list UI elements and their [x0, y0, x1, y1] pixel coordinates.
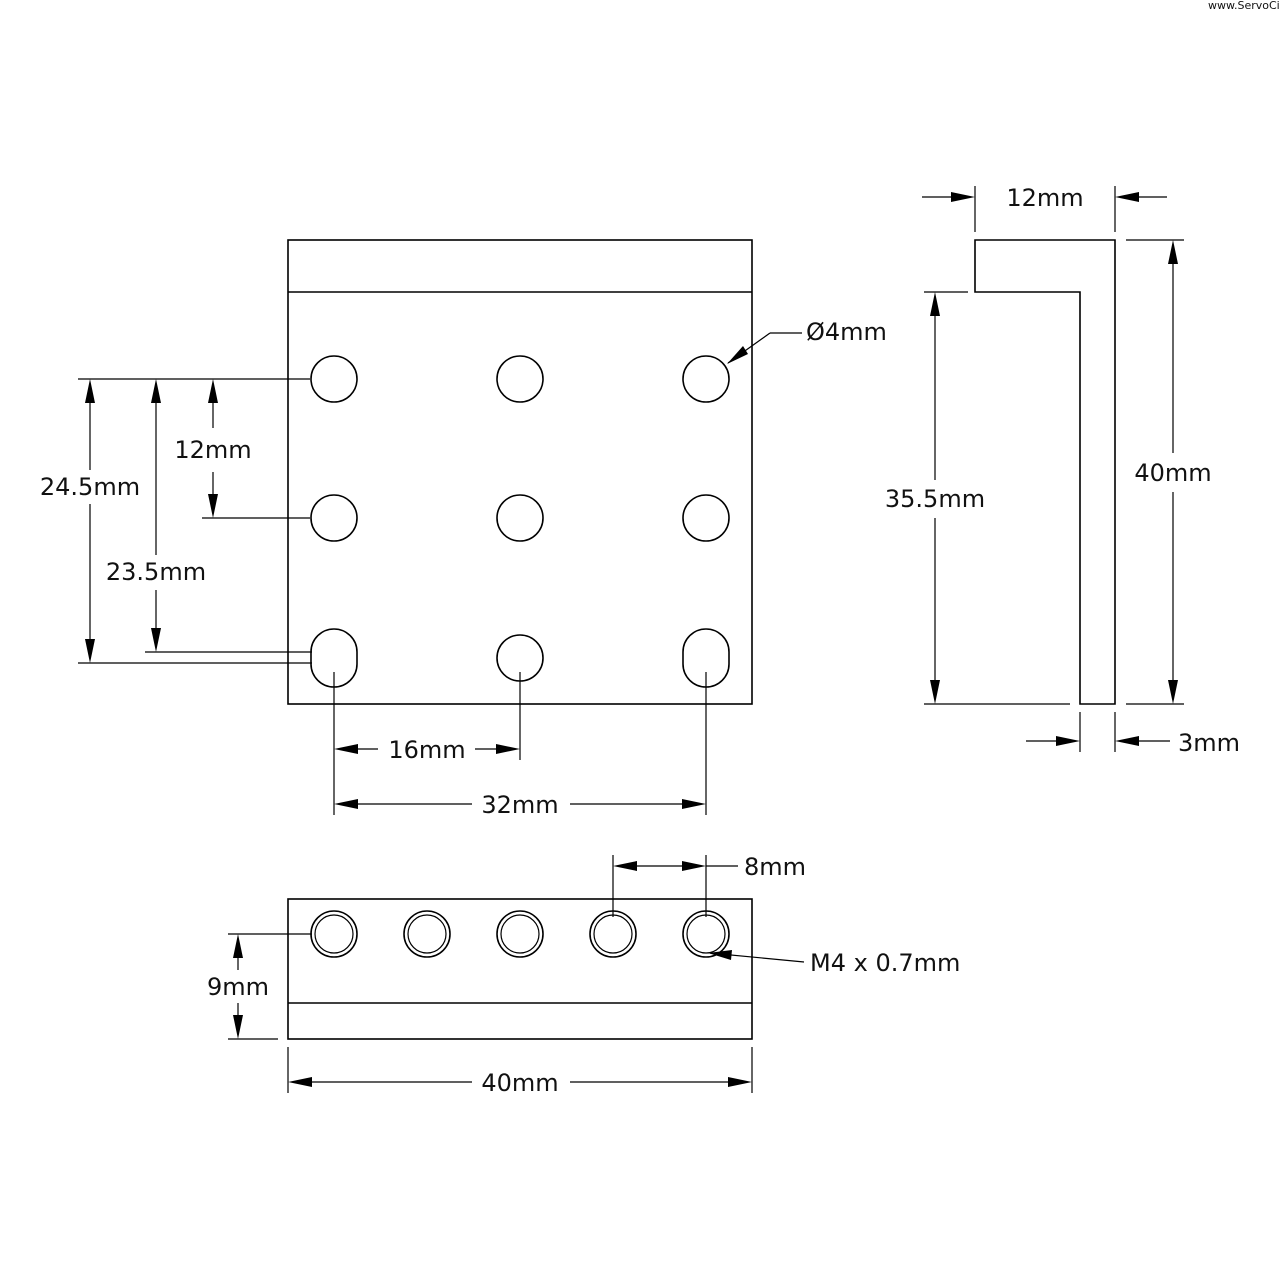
dim-9: 9mm	[207, 934, 269, 1039]
tapped-hole-3	[496, 910, 544, 958]
top-view-outline	[287, 898, 753, 1040]
dim-hole-diameter: Ø4mm	[727, 318, 887, 364]
dim-thread: M4 x 0.7mm	[708, 949, 960, 977]
dim-thread-label: M4 x 0.7mm	[810, 949, 960, 977]
front-view: 24.5mm 23.5mm 12mm Ø4mm	[40, 239, 887, 819]
dim-24-5: 24.5mm	[40, 379, 140, 663]
tapped-hole-1	[310, 910, 358, 958]
dim-3: 3mm	[1026, 729, 1240, 757]
hole-mid-left	[310, 494, 358, 542]
side-view: 12mm 35.5mm 40mm 3mm	[885, 184, 1240, 757]
dim-hole-diameter-label: Ø4mm	[806, 318, 887, 346]
dim-23-5-label: 23.5mm	[106, 558, 206, 586]
dim-9-label: 9mm	[207, 973, 269, 1001]
hole-top-center	[496, 355, 544, 403]
dim-12-vertical-label: 12mm	[174, 436, 251, 464]
dim-12-vertical: 12mm	[174, 379, 252, 518]
tapped-hole-2	[403, 910, 451, 958]
dim-35-5-label: 35.5mm	[885, 485, 985, 513]
tapped-hole-5	[682, 910, 730, 958]
dim-16: 16mm	[334, 736, 520, 764]
hole-top-left	[310, 355, 358, 403]
top-view: 8mm M4 x 0.7mm 9mm 40mm	[207, 853, 960, 1097]
dim-23-5: 23.5mm	[106, 379, 206, 652]
dim-16-label: 16mm	[388, 736, 465, 764]
watermark-text: www.ServoCity.com	[1208, 0, 1280, 12]
dim-40-width: 40mm	[288, 1069, 752, 1097]
dim-3-label: 3mm	[1178, 729, 1240, 757]
hole-mid-right	[682, 494, 730, 542]
dim-40-width-label: 40mm	[481, 1069, 558, 1097]
dim-40-height-label: 40mm	[1134, 459, 1211, 487]
dim-40-height: 40mm	[1134, 240, 1212, 704]
dim-8-label: 8mm	[744, 853, 806, 881]
dim-8: 8mm	[613, 853, 806, 881]
hole-top-right	[682, 355, 730, 403]
dim-24-5-label: 24.5mm	[40, 473, 140, 501]
tapped-hole-4	[589, 910, 637, 958]
side-view-profile	[974, 239, 1116, 705]
dim-12-top: 12mm	[922, 184, 1167, 212]
dim-32-label: 32mm	[481, 791, 558, 819]
dim-32: 32mm	[334, 791, 706, 819]
dim-35-5: 35.5mm	[885, 292, 985, 704]
dim-12-top-label: 12mm	[1006, 184, 1083, 212]
hole-mid-center	[496, 494, 544, 542]
